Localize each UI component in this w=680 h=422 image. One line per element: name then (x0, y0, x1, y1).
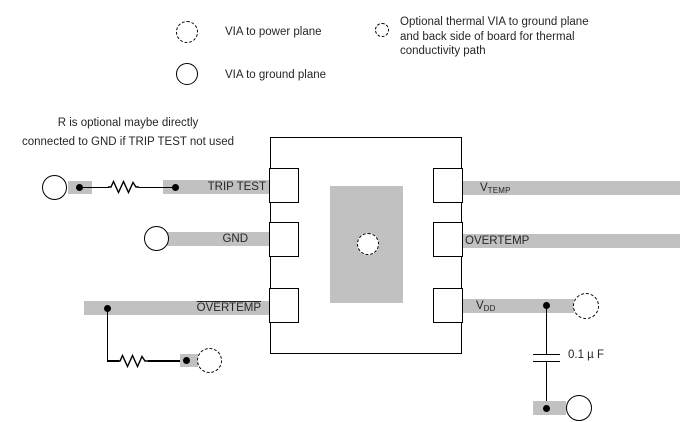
legend-power-via-icon (176, 21, 198, 43)
cap-wire-bottom (545, 362, 548, 408)
trace-trip-test: TRIP TEST (163, 180, 270, 194)
cap-wire-top (545, 306, 548, 354)
pin-label-vdd: VDD (476, 299, 496, 313)
trip-test-wire-2 (139, 186, 177, 188)
legend-thermal-line-2: and back side of board for thermal (400, 30, 575, 43)
overtemp-power-via-icon (197, 348, 222, 373)
pin-label-overtemp-right: OVERTEMP (465, 235, 530, 247)
note-line-2: connected to GND if TRIP TEST not used (21, 136, 234, 148)
gnd-ground-via-icon (144, 226, 169, 251)
legend-thermal-line-3: conductivity path (400, 45, 486, 57)
pin-label-overtemp-left: OVERTEMP (196, 302, 261, 314)
trip-test-ground-via-icon (42, 175, 67, 200)
chip-pad-vtemp (433, 168, 463, 203)
pin-label-trip-test: TRIP TEST (207, 181, 266, 193)
vdd-ground-via-icon (566, 395, 592, 421)
legend-power-via-label: VIA to power plane (225, 26, 322, 38)
vdd-power-via-icon (573, 293, 599, 319)
pin-label-gnd: GND (222, 233, 248, 245)
resistor-icon (108, 180, 139, 194)
chip-thermal-via-icon (357, 233, 379, 255)
overtemp-wire-horizontal-2 (148, 360, 187, 362)
trip-test-junction-dot-2 (172, 184, 179, 191)
legend-thermal-via-icon (375, 23, 389, 37)
vdd-ground-junction-dot (543, 404, 550, 412)
legend-thermal-via-label: Optional thermal VIA to ground plane and… (400, 15, 589, 59)
legend-ground-via-icon (176, 63, 198, 85)
vdd-junction-dot (543, 302, 550, 309)
trace-vdd: VDD (462, 299, 574, 313)
capacitor-plate-top (533, 353, 560, 356)
overtemp-junction-dot-2 (183, 357, 190, 364)
chip-pad-overtemp-right (433, 222, 463, 257)
trace-gnd: GND (167, 232, 270, 246)
note-line-1: R is optional maybe directly (57, 117, 199, 129)
chip-pad-vdd (433, 288, 463, 323)
capacitor-value-label: 0.1 µ F (568, 349, 605, 361)
trace-overtemp-left: OVERTEMP (84, 301, 270, 315)
chip-pad-gnd (269, 222, 299, 257)
overtemp-wire-horizontal-1 (106, 360, 119, 362)
note-text: R is optional maybe directly connected t… (2, 114, 254, 152)
chip-pad-trip-test (269, 168, 299, 203)
capacitor-plate-bottom (533, 360, 560, 363)
chip-pad-overtemp-left (269, 288, 299, 323)
overtemp-wire-vertical (106, 308, 109, 361)
trip-test-wire-1 (79, 186, 109, 188)
trace-vtemp: VTEMP (462, 181, 680, 195)
trace-overtemp-right: OVERTEMP (462, 234, 680, 248)
legend-ground-via-label: VIA to ground plane (225, 69, 327, 81)
legend-thermal-line-1: Optional thermal VIA to ground plane (400, 16, 589, 28)
resistor-icon (117, 354, 148, 368)
pin-label-vtemp: VTEMP (480, 181, 511, 195)
